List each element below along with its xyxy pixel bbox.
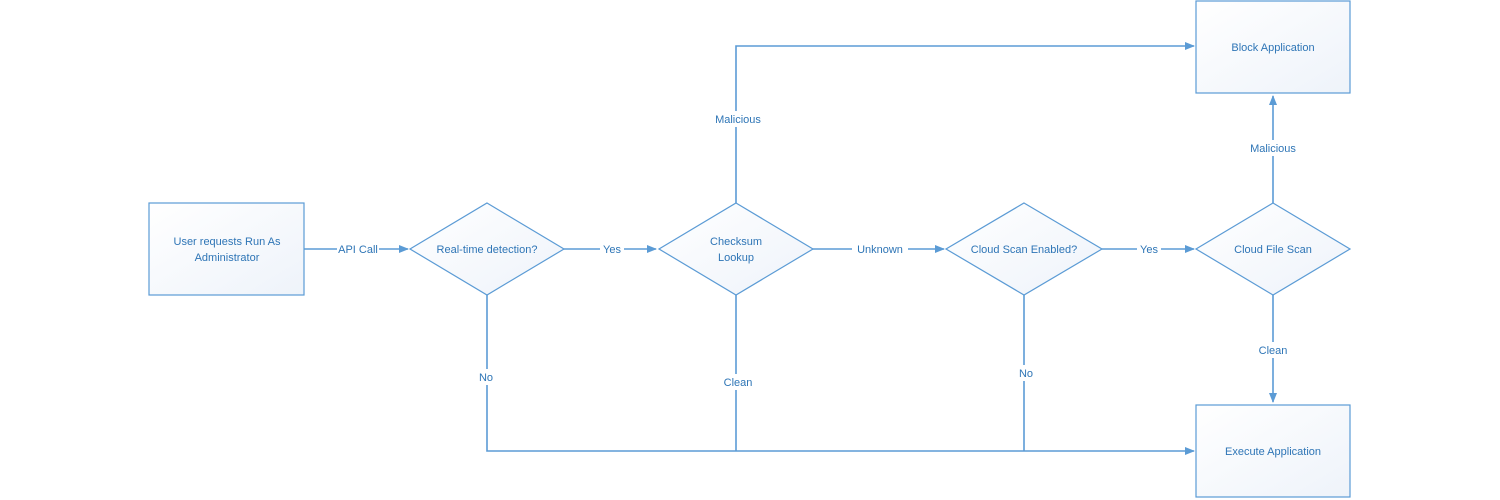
edge-label-clean: Clean — [1259, 345, 1288, 357]
cloud-enabled-label: Cloud Scan Enabled? — [971, 244, 1077, 256]
process-box — [148, 202, 305, 296]
realtime-label: Real-time detection? — [437, 244, 538, 256]
decision-cloud-scan-enabled: Cloud Scan Enabled? — [944, 202, 1104, 296]
edge-label-api-call: API Call — [338, 244, 378, 256]
decision-cloud-file-scan: Cloud File Scan — [1194, 202, 1352, 296]
decision-diamond — [657, 202, 815, 296]
edge-label-clean: Clean — [724, 377, 753, 389]
edge-label-yes: Yes — [603, 244, 621, 256]
decision-realtime-detection: Real-time detection? — [408, 202, 566, 296]
execute-label: Execute Application — [1225, 446, 1321, 458]
block-label: Block Application — [1231, 42, 1314, 54]
edge-labels: API Call Yes Unknown Yes Malicious Malic… — [337, 111, 1300, 390]
decision-diamond — [944, 202, 1104, 296]
node-block-application: Block Application — [1195, 0, 1351, 94]
user-request-line1: User requests Run As — [174, 236, 281, 248]
edge-label-no: No — [1019, 368, 1033, 380]
edge-label-no: No — [479, 372, 493, 384]
checksum-line2: Lookup — [718, 252, 754, 264]
user-request-line2: Administrator — [195, 252, 260, 264]
connector-no-realtime — [486, 295, 1195, 455]
checksum-line1: Checksum — [710, 236, 762, 248]
edge-label-malicious: Malicious — [1250, 143, 1296, 155]
decision-checksum-lookup: Checksum Lookup — [657, 202, 815, 296]
connector-malicious-checksum — [735, 42, 1195, 203]
edge-label-unknown: Unknown — [857, 244, 903, 256]
process-box — [1195, 0, 1351, 94]
decision-diamond — [408, 202, 566, 296]
cloud-scan-label: Cloud File Scan — [1234, 244, 1312, 256]
edge-label-malicious: Malicious — [715, 114, 761, 126]
node-execute-application: Execute Application — [1195, 404, 1351, 498]
edge-label-yes: Yes — [1140, 244, 1158, 256]
decision-diamond — [1194, 202, 1352, 296]
process-box — [1195, 404, 1351, 498]
node-user-request: User requests Run As Administrator — [148, 202, 305, 296]
